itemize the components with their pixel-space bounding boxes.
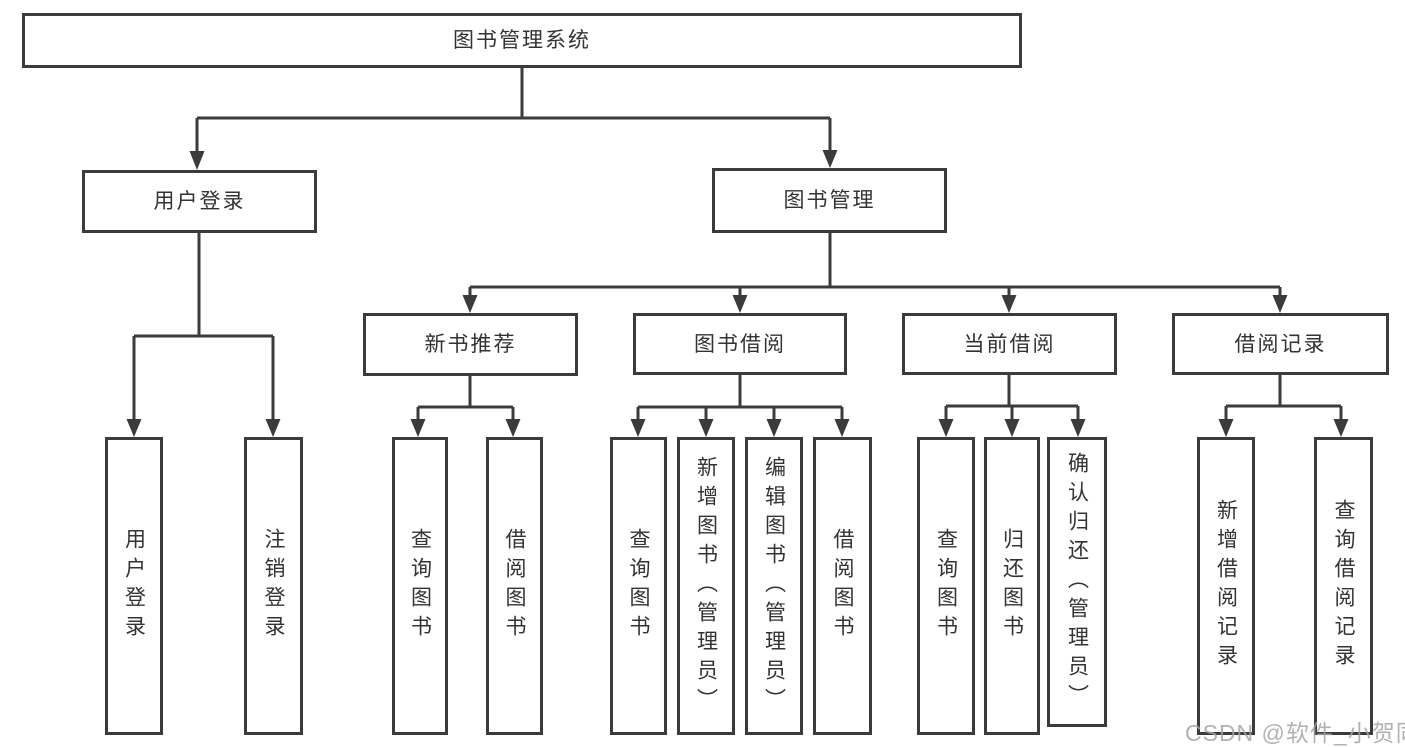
- leaf-user-login-label: 用户登录: [122, 528, 146, 644]
- leaf-user-login: 用户登录: [105, 437, 163, 735]
- leaf-borrow-add-book: 新增图书（管理员）: [677, 437, 735, 735]
- leaf-borrow-edit-book: 编辑图书（管理员）: [745, 437, 803, 735]
- node-current-borrow-label: 当前借阅: [963, 332, 1056, 356]
- leaf-borrow-borrow-book-label: 借阅图书: [831, 528, 854, 644]
- node-user-login-label: 用户登录: [153, 190, 246, 213]
- node-book-borrow-label: 图书借阅: [694, 332, 786, 356]
- node-new-book: 新书推荐: [363, 313, 578, 376]
- csdn-watermark: CSDN @软件_小贺同学: [1185, 720, 1405, 746]
- leaf-borrow-add-book-label: 新增图书（管理员）: [694, 455, 718, 717]
- leaf-borrow-query-label: 查询图书: [627, 528, 650, 644]
- node-root-label: 图书管理系统: [453, 29, 591, 52]
- node-user-login: 用户登录: [82, 170, 317, 233]
- leaf-current-confirm-return-label: 确认归还（管理员）: [1065, 451, 1089, 713]
- node-root: 图书管理系统: [22, 13, 1022, 68]
- leaf-current-query-label: 查询图书: [934, 528, 958, 644]
- node-current-borrow: 当前借阅: [902, 313, 1117, 375]
- leaf-record-add: 新增借阅记录: [1197, 437, 1255, 735]
- leaf-newbook-borrow: 借阅图书: [486, 437, 543, 735]
- leaf-current-return-label: 归还图书: [1000, 528, 1024, 644]
- node-book-mgmt: 图书管理: [712, 168, 947, 233]
- leaf-logout: 注销登录: [244, 437, 303, 735]
- leaf-newbook-query-label: 查询图书: [408, 528, 432, 644]
- leaf-current-query: 查询图书: [917, 437, 975, 735]
- leaf-record-query: 查询借阅记录: [1314, 437, 1373, 735]
- leaf-borrow-query: 查询图书: [610, 437, 667, 735]
- leaf-borrow-edit-book-label: 编辑图书（管理员）: [762, 455, 786, 717]
- leaf-record-query-label: 查询借阅记录: [1332, 499, 1355, 673]
- leaf-borrow-borrow-book: 借阅图书: [813, 437, 872, 735]
- node-book-mgmt-label: 图书管理: [783, 189, 876, 212]
- leaf-newbook-query: 查询图书: [392, 437, 448, 735]
- node-book-borrow: 图书借阅: [633, 313, 847, 375]
- leaf-logout-label: 注销登录: [262, 528, 285, 644]
- leaf-current-return: 归还图书: [984, 437, 1040, 735]
- leaf-newbook-borrow-label: 借阅图书: [503, 528, 526, 644]
- leaf-record-add-label: 新增借阅记录: [1214, 499, 1238, 673]
- node-borrow-record-label: 借阅记录: [1234, 332, 1327, 356]
- leaf-current-confirm-return: 确认归还（管理员）: [1047, 437, 1107, 727]
- node-new-book-label: 新书推荐: [424, 333, 517, 356]
- connector-lines: [132, 68, 1343, 420]
- node-borrow-record: 借阅记录: [1172, 313, 1389, 375]
